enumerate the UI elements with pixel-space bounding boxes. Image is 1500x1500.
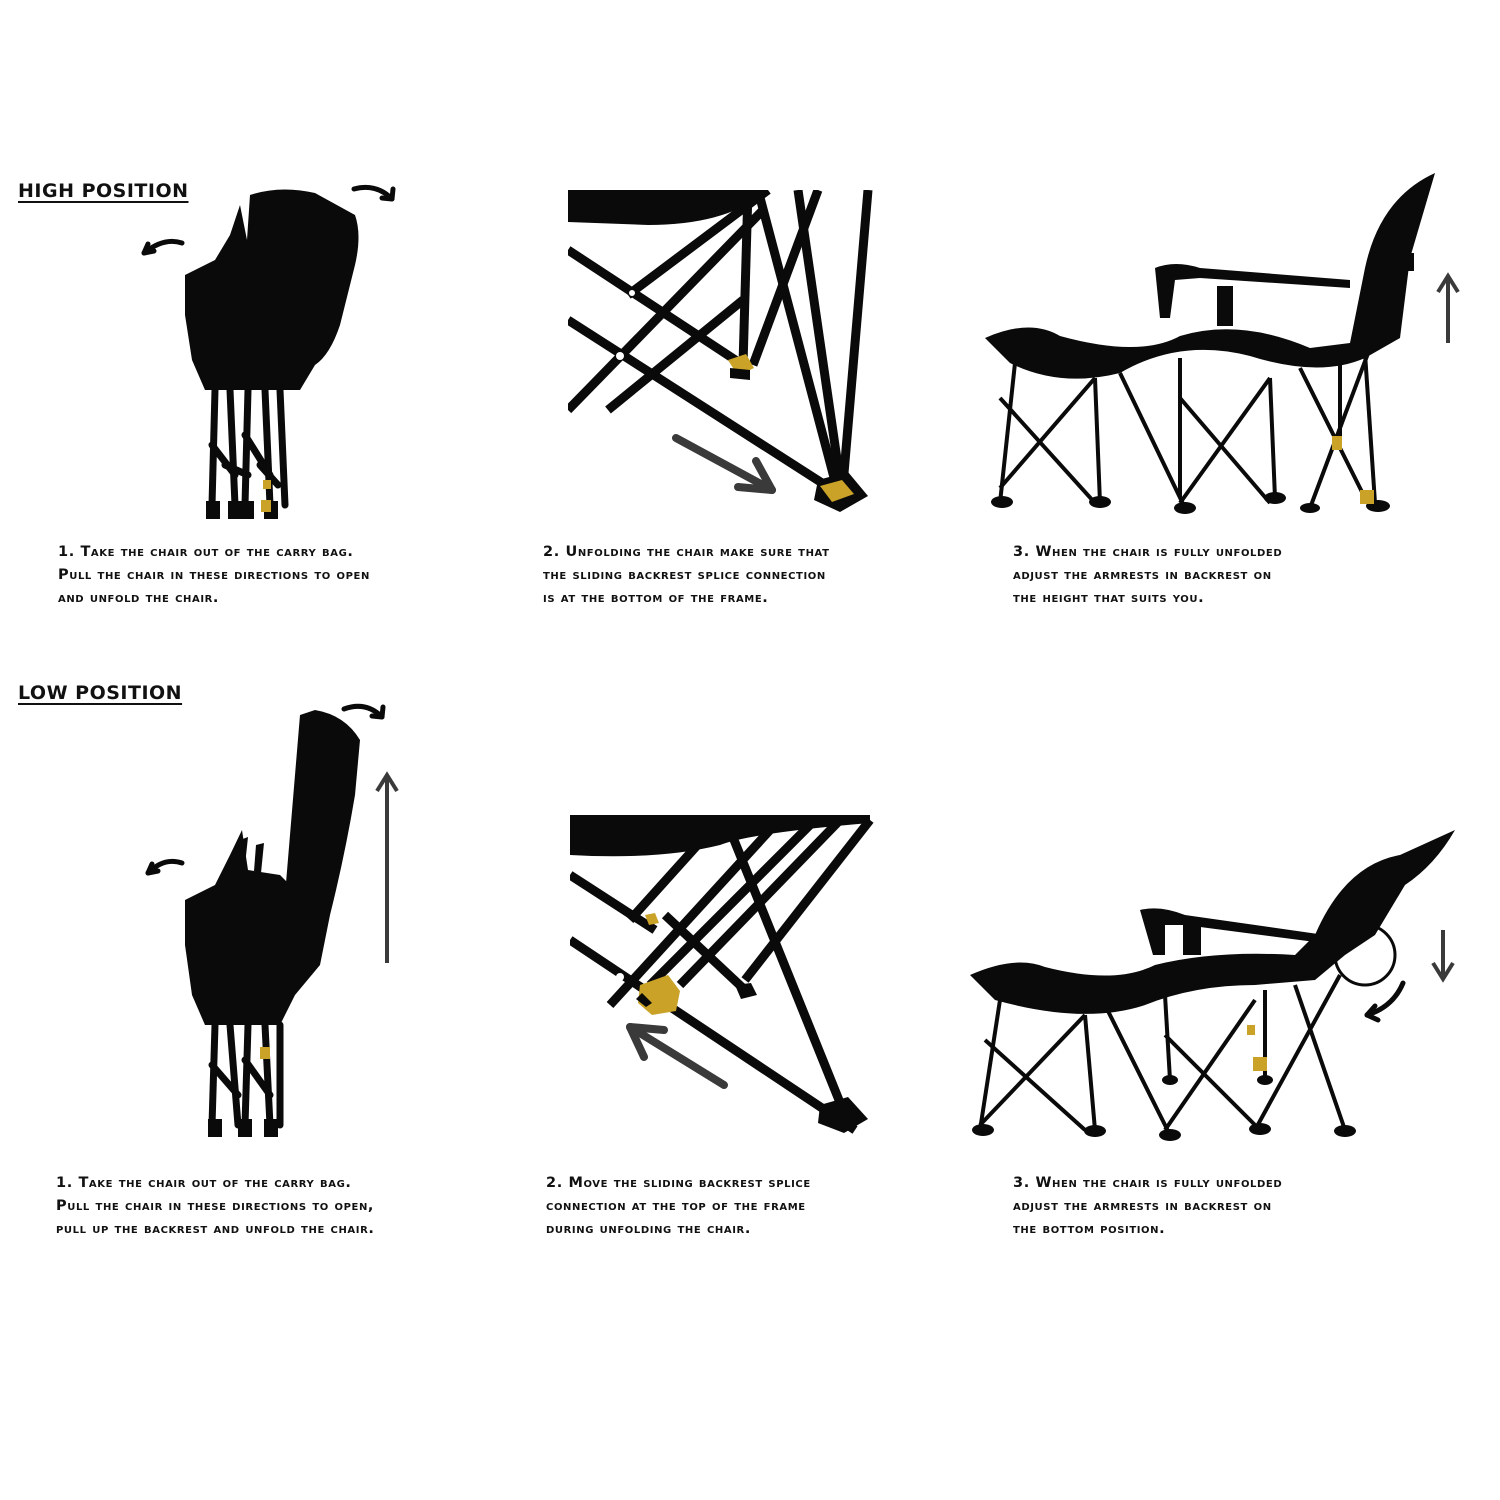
step-caption-low-3: 3. When the chair is fully unfolded adju… (1013, 1172, 1282, 1241)
frame-closeup-high-figure (568, 190, 910, 530)
caption-line: Pull the chair in these directions to op… (58, 567, 370, 583)
caption-line: is at the bottom of the frame. (543, 590, 769, 606)
caption-line: 3. When the chair is fully unfolded (1013, 1175, 1283, 1191)
lounger-chair-low-figure (965, 825, 1465, 1145)
caption-line: Pull the chair in these directions to op… (56, 1198, 375, 1214)
step-caption-high-1: 1. Take the chair out of the carry bag. … (58, 541, 370, 610)
step-caption-high-3: 3. When the chair is fully unfolded adju… (1013, 541, 1282, 610)
caption-line: the sliding backrest splice connection (543, 567, 826, 583)
folded-chair-high-figure (130, 175, 410, 530)
caption-line: 1. Take the chair out of the carry bag. (58, 544, 354, 560)
caption-line: pull up the backrest and unfold the chai… (56, 1221, 375, 1237)
caption-line: and unfold the chair. (58, 590, 220, 606)
step-caption-low-1: 1. Take the chair out of the carry bag. … (56, 1172, 375, 1241)
caption-line: connection at the top of the frame (546, 1198, 806, 1214)
straight-arrow-icon (626, 1023, 728, 1089)
step-caption-low-2: 2. Move the sliding backrest splice conn… (546, 1172, 811, 1241)
caption-line: 1. Take the chair out of the carry bag. (56, 1175, 352, 1191)
section-title-high: HIGH POSITION (18, 180, 189, 202)
section-title-low: LOW POSITION (18, 682, 183, 704)
lounger-chair-high-figure (980, 168, 1470, 528)
caption-line: the bottom position. (1013, 1221, 1166, 1237)
caption-line: during unfolding the chair. (546, 1221, 751, 1237)
caption-line: adjust the armrests in backrest on (1013, 1198, 1272, 1214)
caption-line: 2. Unfolding the chair make sure that (543, 544, 830, 560)
straight-arrow-icon (672, 434, 776, 494)
highlight-circle-icon (1333, 923, 1397, 987)
folded-chair-low-figure (130, 695, 410, 1145)
caption-line: 2. Move the sliding backrest splice (546, 1175, 811, 1191)
caption-line: the height that suits you. (1013, 590, 1205, 606)
step-caption-high-2: 2. Unfolding the chair make sure that th… (543, 541, 830, 610)
frame-closeup-low-figure (570, 815, 880, 1145)
caption-line: 3. When the chair is fully unfolded (1013, 544, 1283, 560)
caption-line: adjust the armrests in backrest on (1013, 567, 1272, 583)
